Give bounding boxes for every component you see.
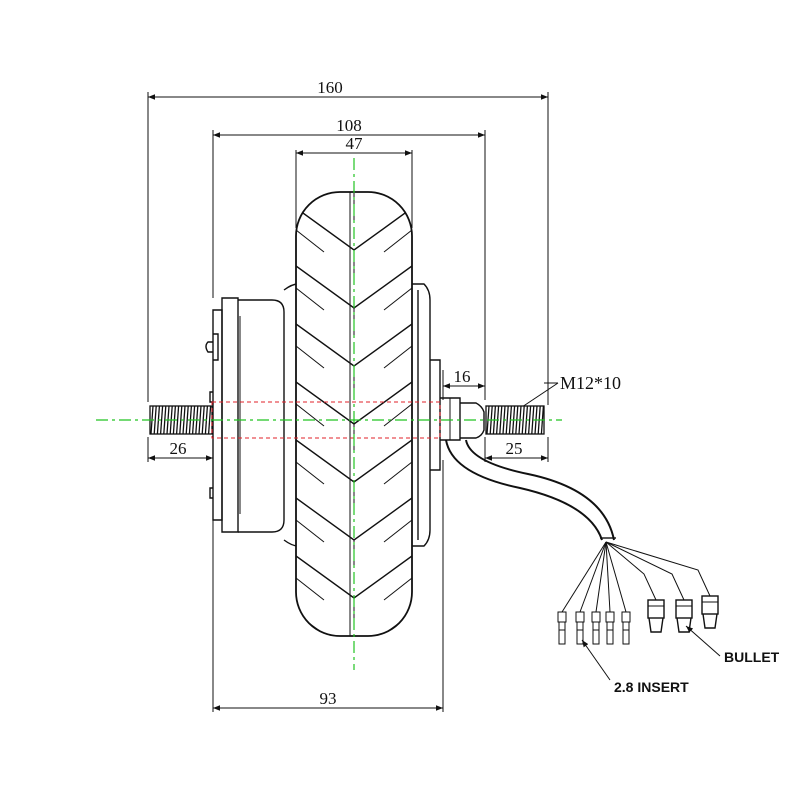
insert-terminal: [575, 541, 607, 645]
dim-tire-width-text: 47: [346, 134, 364, 153]
bullet-callout: BULLET: [685, 625, 780, 665]
bullet-connector: [605, 541, 719, 629]
dim-right-shaft-text: 25: [506, 439, 523, 458]
insert-terminal: [591, 541, 607, 645]
thread-callout: M12*10: [509, 373, 621, 416]
dim-flange: 16: [442, 367, 485, 400]
dim-left-shaft-text: 26: [170, 439, 187, 458]
dim-bottom-width-text: 93: [320, 689, 337, 708]
dim-overall-text: 160: [317, 78, 343, 97]
wire-bundle: [557, 541, 719, 645]
thread-label: M12*10: [560, 373, 621, 393]
axle-hidden-lines: [211, 401, 441, 439]
insert-terminal: [605, 541, 631, 645]
bullet-label: BULLET: [724, 649, 780, 665]
dim-bottom-width: 93: [213, 689, 443, 711]
dim-left-shaft: 26: [148, 439, 213, 461]
extension-lines: [147, 92, 549, 712]
bullet-connector: [605, 541, 665, 633]
insert-terminal: [605, 541, 615, 645]
cable: [445, 439, 616, 541]
dim-flange-text: 16: [454, 367, 471, 386]
dim-tire-width: 47: [296, 134, 412, 156]
insert-callout: 2.8 INSERT: [581, 639, 689, 695]
dim-rim-width: 108: [213, 116, 485, 138]
dim-overall: 160: [148, 78, 548, 100]
insert-terminal: [557, 541, 607, 645]
insert-label: 2.8 INSERT: [614, 679, 689, 695]
motor-housing: [205, 283, 485, 547]
bullet-connector: [605, 541, 693, 633]
dim-right-shaft: 25: [485, 439, 548, 461]
dim-rim-width-text: 108: [336, 116, 362, 135]
